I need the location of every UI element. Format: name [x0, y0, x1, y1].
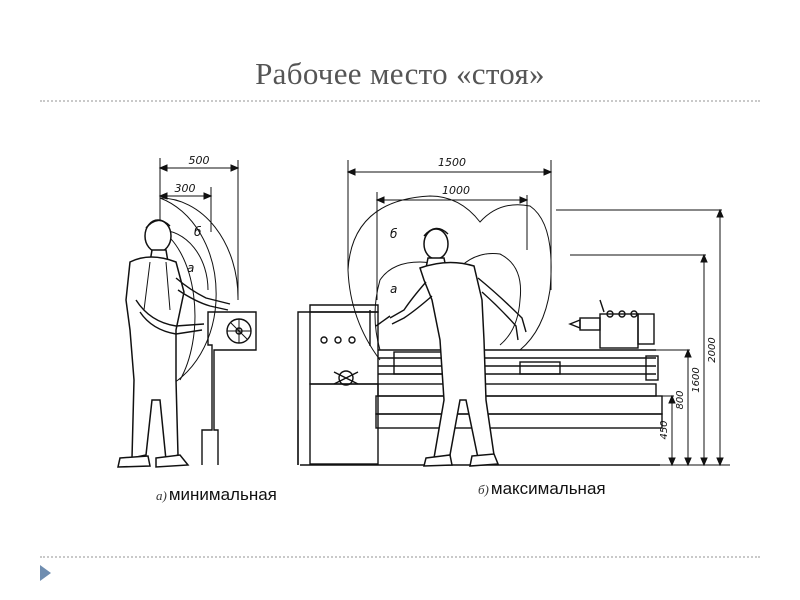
right-zone-a-label: а: [390, 282, 397, 296]
left-reach-arc-outer: [159, 197, 217, 391]
slide-title: Рабочее место «стоя»: [255, 56, 545, 91]
left-caption: а)минимальная: [156, 485, 277, 505]
left-figure: [117, 158, 257, 468]
top-divider: [40, 100, 760, 102]
lathe-machine: [297, 299, 663, 466]
right-caption-text: максимальная: [490, 479, 606, 498]
right-reach-zone-outer: [347, 195, 552, 361]
left-caption-text: минимальная: [168, 485, 277, 504]
right-dim-1500-label: 1500: [438, 156, 466, 169]
slide-bullet-icon: [40, 565, 51, 581]
left-dim-500-label: 500: [189, 154, 210, 167]
right-dim-1000-label: 1000: [442, 184, 470, 197]
left-worker: [117, 219, 231, 468]
right-figure: [297, 160, 730, 467]
bottom-divider: [40, 556, 760, 558]
left-reach-arc-outer: [159, 197, 239, 299]
right-height-800-label: 800: [675, 390, 686, 409]
left-dim-300-label: 300: [175, 182, 196, 195]
right-zone-b-label: б: [390, 227, 398, 241]
right-caption: б)максимальная: [478, 479, 606, 499]
right-worker: [389, 227, 527, 467]
left-zone-b-label: б: [194, 225, 202, 239]
left-reach-arc-inner: [159, 229, 196, 381]
right-height-2000-label: 2000: [707, 337, 718, 362]
left-machine: [201, 311, 257, 465]
right-caption-marker: б): [478, 482, 489, 497]
right-height-450-label: 450: [659, 420, 670, 439]
right-height-1600-label: 1600: [691, 367, 702, 392]
left-caption-marker: а): [156, 488, 167, 503]
left-zone-a-label: а: [187, 261, 194, 275]
